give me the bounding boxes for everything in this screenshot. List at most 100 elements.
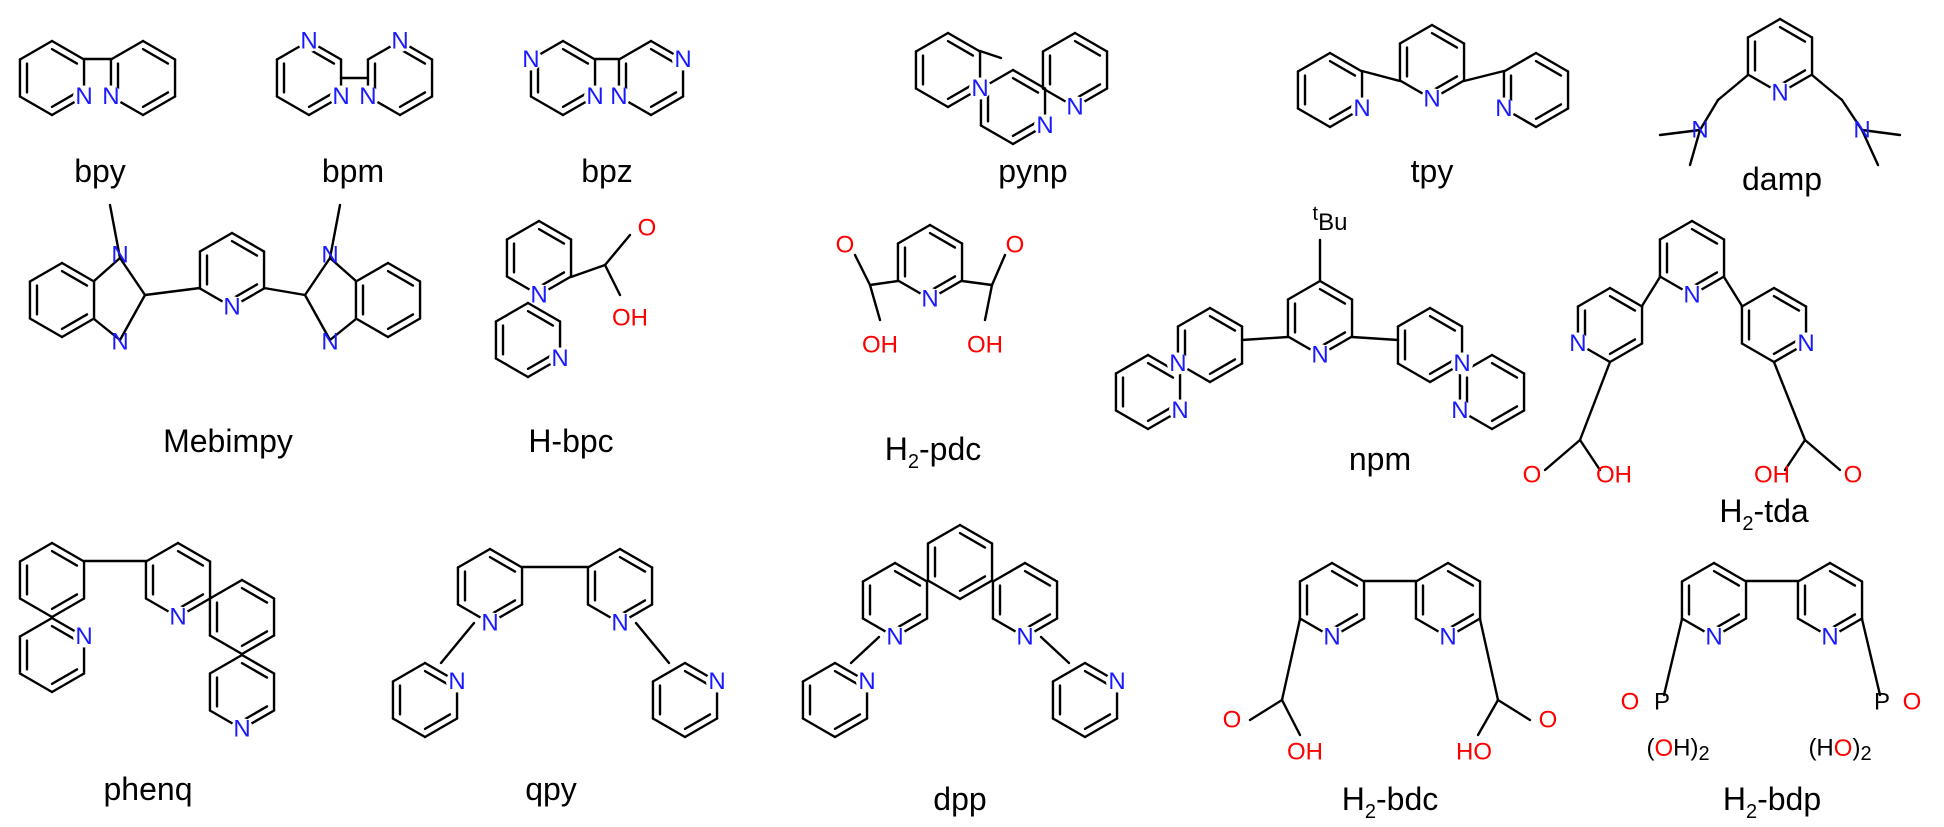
bond-line <box>109 39 145 61</box>
double-bond-line <box>833 669 862 687</box>
bond-line <box>176 541 212 563</box>
double-bond-line <box>176 549 205 567</box>
single-bond-line <box>118 293 147 342</box>
double-bond-line <box>176 593 205 611</box>
bond-line <box>958 523 994 545</box>
double-bond-line <box>1428 358 1457 376</box>
bond-line <box>50 541 86 563</box>
single-bond-line <box>328 203 342 260</box>
atom-n: N <box>1311 342 1328 369</box>
atom-mask <box>479 612 501 634</box>
bond-line <box>1114 353 1150 375</box>
atom-n: N <box>332 83 349 110</box>
bond-line <box>1428 306 1464 328</box>
double-bond-line <box>1778 25 1807 43</box>
bond-line <box>505 219 541 241</box>
bond-line <box>833 717 869 739</box>
double-bond-line <box>618 599 647 617</box>
double-bond-line <box>1428 314 1457 332</box>
label-bpm: bpm <box>322 153 384 189</box>
single-bond-line <box>1860 128 1880 167</box>
double-bond-line <box>1490 405 1519 423</box>
label-hbpc: H-bpc <box>528 423 613 459</box>
bond-line <box>1608 286 1644 308</box>
atom-mask <box>1819 626 1841 648</box>
atom-n: N <box>169 604 186 631</box>
bond-line <box>958 579 994 601</box>
structure-mebimpy: N <box>28 203 422 342</box>
double-bond-line <box>1712 613 1741 631</box>
single-bond-line <box>1698 98 1720 132</box>
atom-mask <box>856 670 879 693</box>
single-bond-line <box>1248 698 1284 722</box>
double-bond-line <box>398 91 427 109</box>
atom-n: N <box>102 83 119 110</box>
atom-o-h2bdp-1: O <box>1621 689 1640 716</box>
double-bond-line <box>649 91 678 109</box>
single-bond-line <box>990 253 1007 287</box>
atom-tbu-npm: tBu <box>1313 203 1348 236</box>
atom-mask <box>1421 88 1443 110</box>
bond-line <box>354 261 390 283</box>
atom-n-mebimpy-3: N <box>321 242 338 269</box>
double-bond-line <box>1318 331 1347 349</box>
bond-line <box>617 39 653 61</box>
double-bond-line <box>683 713 712 731</box>
double-bond-line <box>240 705 269 723</box>
single-bond-line <box>1476 698 1500 737</box>
bond-line <box>1414 561 1450 583</box>
label-bpy: bpy <box>74 153 126 189</box>
double-bond-line <box>488 555 517 573</box>
atom-mask <box>1448 399 1471 422</box>
single-bond-line <box>1240 335 1290 342</box>
atom-n: N <box>359 83 376 110</box>
double-bond-line <box>1318 287 1347 305</box>
label-h2bdp: H2-bdp <box>1723 781 1821 823</box>
atom-mask <box>706 670 729 693</box>
bond-line <box>50 672 86 694</box>
label-damp: damp <box>1742 161 1822 197</box>
bond-line <box>1398 23 1434 45</box>
atom-mask <box>519 48 542 71</box>
atom-n: N <box>1066 94 1083 121</box>
bond-line <box>926 523 962 545</box>
double-bond-line <box>1446 569 1475 587</box>
single-bond-line <box>1688 128 1702 167</box>
double-bond-line <box>1328 103 1357 121</box>
bond-line <box>1396 362 1432 384</box>
atom-o-h2pdc-2: OH <box>862 332 898 359</box>
atom-o-hbpc-1: O <box>638 215 657 242</box>
double-bond-line <box>561 47 590 65</box>
double-bond-line <box>240 630 269 648</box>
single-bond-line <box>1860 128 1902 137</box>
atom-mask <box>389 30 411 52</box>
double-bond-line <box>1083 713 1112 731</box>
atom-n: N <box>886 624 903 651</box>
single-bond-line <box>303 256 332 297</box>
double-bond-line <box>1772 338 1801 356</box>
bond-line <box>1208 362 1244 384</box>
atom-mask <box>1309 344 1331 366</box>
atom-o-h2tda-1: O <box>1523 462 1542 489</box>
bond-line <box>386 317 422 339</box>
double-bond-line <box>50 668 79 686</box>
bond-line <box>240 653 276 675</box>
atom-o-h2bdc-3: HO <box>1456 739 1492 766</box>
atom-mask <box>609 612 631 634</box>
double-bond-line <box>958 531 987 549</box>
bond-line <box>651 661 687 683</box>
bond-line <box>1608 342 1644 364</box>
atom-o-h2pdc-3: O <box>1006 232 1025 259</box>
double-bond-line <box>833 713 862 731</box>
bond-line <box>198 231 234 253</box>
bond-line <box>1430 23 1466 45</box>
bond-line <box>456 547 492 569</box>
double-bond-line <box>1690 271 1719 289</box>
bond-line <box>1296 51 1332 73</box>
atom-n: N <box>1423 86 1440 113</box>
structure-h2pdc: N <box>853 223 1007 322</box>
bond-line <box>861 561 897 583</box>
single-bond-line <box>1662 617 1684 697</box>
atom-n: N <box>1323 624 1340 651</box>
